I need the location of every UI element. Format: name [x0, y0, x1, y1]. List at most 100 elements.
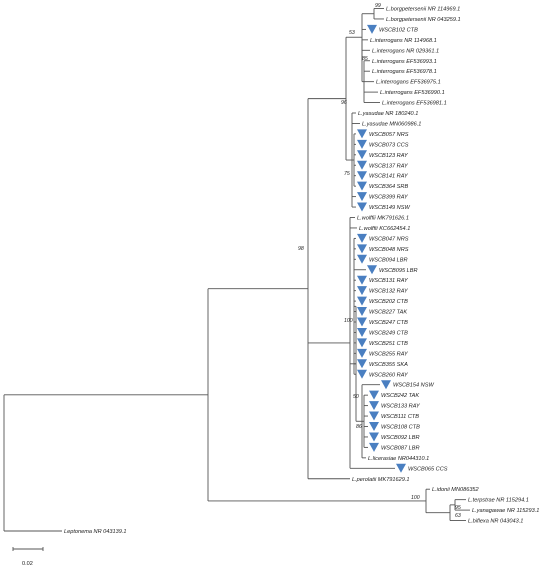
leaf-label: WSCB141 RAY — [369, 174, 409, 180]
leaf-label: WSCB102 CTB — [379, 27, 418, 33]
leaf-label: WSCB255 RAY — [369, 351, 409, 357]
leaf-label: WSCB094 LBR — [369, 257, 408, 263]
support-value: 50 — [353, 394, 359, 400]
leaf-labels: L.borgpetersenii NR 114969.1L.borgpeters… — [64, 7, 539, 536]
leaf-label: WSCB123 RAY — [369, 153, 409, 159]
triangle-marker-icon — [357, 181, 367, 191]
support-value: 100 — [411, 495, 420, 501]
triangle-marker-icon — [357, 348, 367, 358]
triangle-marker-icon — [357, 160, 367, 170]
leaf-label: WSCB132 RAY — [369, 289, 409, 295]
leaf-label: WSCB047 NRS — [369, 236, 409, 242]
triangle-marker-icon — [357, 244, 367, 254]
leaf-label: WSCB399 RAY — [369, 195, 409, 201]
leaf-label: WSCB149 NSW — [369, 205, 410, 211]
triangle-marker-icon — [357, 254, 367, 264]
leaf-label: WSCB057 NRS — [369, 132, 409, 138]
triangle-marker-icon — [369, 442, 379, 452]
triangle-marker-icon — [357, 192, 367, 202]
leaf-label: WSCB154 NSW — [393, 383, 434, 389]
triangle-marker-icon — [357, 369, 367, 379]
leaf-label: L.interrogans EF536978.1 — [372, 69, 437, 75]
support-values: 99 53 85 96 75 98 100 50 86 100 95 63 — [298, 3, 461, 519]
triangle-marker-icon — [357, 275, 367, 285]
support-value: 96 — [341, 100, 347, 106]
tree-branches — [3, 8, 470, 532]
support-value: 85 — [362, 56, 368, 62]
leaf-label: L.idonii MN086352 — [432, 487, 480, 493]
triangle-marker-icon — [369, 432, 379, 442]
triangle-marker-icon — [357, 202, 367, 212]
leaf-label: L.terpstrae NR 115294.1 — [468, 498, 529, 504]
support-value: 98 — [298, 246, 304, 252]
triangle-marker-icon — [357, 338, 367, 348]
triangle-marker-icon — [369, 390, 379, 400]
triangle-marker-icon — [357, 296, 367, 306]
leaf-label: WSCB251 CTB — [369, 341, 408, 347]
leaf-label: L.wolffii KC662454.1 — [359, 226, 410, 232]
leaf-label: L.perolatii MK791629.1 — [352, 477, 410, 483]
triangle-marker-icon — [357, 233, 367, 243]
leaf-label: L.borgpetersenii NR 043259.1 — [386, 17, 461, 23]
triangle-marker-icon — [367, 265, 377, 275]
triangle-marker-icon — [357, 317, 367, 327]
leaf-label: WSCB133 RAY — [381, 404, 421, 410]
leaf-label: WSCB202 CTB — [369, 299, 408, 305]
triangle-marker-icon — [357, 307, 367, 317]
leaf-label: L.borgpetersenii NR 114969.1 — [386, 7, 460, 13]
triangle-marker-icon — [367, 24, 377, 34]
support-value: 86 — [356, 424, 362, 430]
leaf-label: Leptonema NR 043139.1 — [64, 529, 127, 535]
leaf-label: WSCB227 TAK — [369, 310, 407, 316]
leaf-label: L.interrogans NR 029361.1 — [372, 48, 439, 54]
support-value: 100 — [344, 318, 353, 324]
support-value: 63 — [455, 513, 461, 519]
leaf-label: L.yasudae NR 180240.1 — [358, 111, 418, 117]
leaf-label: L.yanagawae NR 115293.1 — [472, 508, 539, 514]
triangle-marker-icon — [381, 380, 391, 390]
leaf-label: WSCB260 RAY — [369, 372, 409, 378]
leaf-label: WSCB095 LBR — [379, 268, 418, 274]
support-value: 99 — [375, 3, 381, 9]
support-value: 75 — [344, 171, 350, 177]
leaf-label: L.licerasiae NR044310.1 — [368, 456, 429, 462]
leaf-label: L.interrogans NR 114968.1 — [370, 38, 437, 44]
support-value: 53 — [349, 30, 355, 36]
leaf-label: WSCB108 CTB — [381, 425, 420, 431]
triangle-marker-icon — [357, 139, 367, 149]
triangle-marker-icon — [396, 463, 406, 473]
triangle-marker-icon — [357, 129, 367, 139]
leaf-label: WSCB073 CCS — [369, 142, 409, 148]
leaf-label: L.wolffii MK791626.1 — [357, 216, 409, 222]
leaf-label: WSCB247 CTB — [369, 320, 408, 326]
triangle-marker-icon — [369, 411, 379, 421]
leaf-label: WSCB355 SKA — [369, 362, 408, 368]
scale-bar: 0.02 — [12, 547, 44, 567]
leaf-label: L.interrogans EF536981.1 — [382, 101, 447, 107]
leaf-label: WSCB364 SRB — [369, 184, 408, 190]
leaf-label: L.biflexa NR 043043.1 — [468, 519, 523, 525]
leaf-label: WSCB111 CTB — [381, 414, 419, 420]
leaf-label: WSCB092 LBR — [381, 435, 420, 441]
triangle-marker-icon — [369, 422, 379, 431]
leaf-markers — [357, 24, 406, 473]
triangle-marker-icon — [369, 401, 379, 411]
leaf-label: WSCB137 RAY — [369, 163, 409, 169]
leaf-label: WSCB087 LBR — [381, 445, 420, 451]
support-value: 95 — [455, 505, 461, 511]
scale-bar-label: 0.02 — [22, 561, 33, 567]
leaf-label: WSCB131 RAY — [369, 278, 409, 284]
leaf-label: WSCB065 CCS — [408, 466, 448, 472]
triangle-marker-icon — [357, 171, 367, 181]
leaf-label: WSCB242 TAK — [381, 393, 419, 399]
triangle-marker-icon — [357, 150, 367, 160]
leaf-label: WSCB048 NRS — [369, 247, 409, 253]
leaf-label: L.yasudae MN060986.1 — [362, 121, 421, 127]
triangle-marker-icon — [357, 286, 367, 296]
leaf-label: L.interrogans EF536990.1 — [380, 90, 445, 96]
triangle-marker-icon — [357, 359, 367, 369]
leaf-label: WSCB249 CTB — [369, 330, 408, 336]
leaf-label: L.interrogans EF536993.1 — [372, 59, 437, 65]
triangle-marker-icon — [357, 327, 367, 337]
